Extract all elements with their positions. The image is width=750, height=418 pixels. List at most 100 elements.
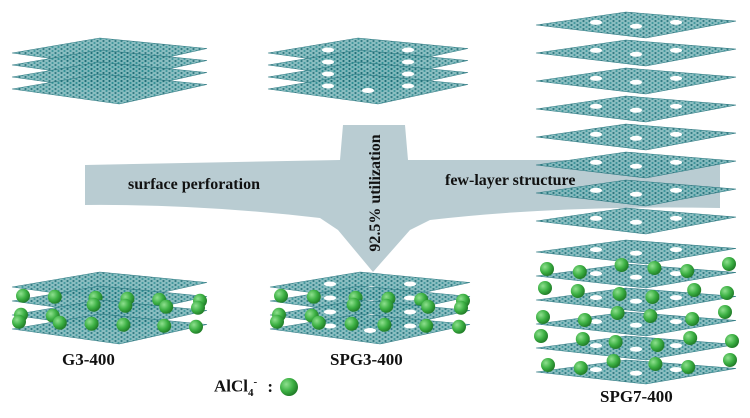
perforation-hole <box>322 59 334 65</box>
alcl4-ion <box>608 335 623 349</box>
g3-400-intercalated-stack <box>11 271 208 345</box>
alcl4-ion <box>116 317 131 332</box>
alcl4-ion <box>270 314 284 329</box>
perforation-hole <box>630 346 642 352</box>
perforation-hole <box>590 75 602 81</box>
alcl4-ion <box>722 257 736 271</box>
spg7-stack <box>535 11 737 235</box>
alcl4-ion <box>311 315 326 330</box>
perforation-hole <box>324 309 336 315</box>
perforation-hole <box>590 247 602 253</box>
perforation-hole <box>322 83 334 89</box>
alcl4-ion <box>346 297 361 312</box>
alcl4-ion <box>189 319 203 334</box>
perforation-hole <box>404 281 416 287</box>
perforation-hole <box>590 295 602 301</box>
perforation-hole <box>670 159 682 165</box>
sample-label-g3-400: G3-400 <box>62 350 115 369</box>
perforation-hole <box>670 19 682 25</box>
spg3-stack <box>267 37 469 105</box>
perforation-hole <box>630 163 642 169</box>
alcl4-ion <box>681 360 696 374</box>
alcl4-ion <box>379 298 394 313</box>
perforation-hole <box>670 319 682 325</box>
perforation-hole <box>590 215 602 221</box>
perforation-hole <box>630 322 642 328</box>
perforation-hole <box>590 159 602 165</box>
perforation-hole <box>670 295 682 301</box>
perforation-hole <box>590 19 602 25</box>
alcl4-ion <box>720 286 734 300</box>
alcl4-ion <box>685 312 700 326</box>
perforation-hole <box>670 75 682 81</box>
alcl4-ion <box>536 310 550 324</box>
alcl4-ion <box>452 319 466 334</box>
alcl4-ion <box>540 262 554 276</box>
perforation-hole <box>630 370 642 376</box>
perforation-hole <box>402 47 414 53</box>
perforation-hole <box>590 187 602 193</box>
sample-label-spg7-400: SPG7-400 <box>600 387 673 406</box>
alcl4-ion <box>725 334 739 348</box>
alcl4-ion <box>645 290 660 304</box>
perforation-hole <box>630 191 642 197</box>
perforation-hole <box>322 47 334 53</box>
perforation-hole <box>630 274 642 280</box>
perforation-hole <box>402 83 414 89</box>
spg7-400-intercalated-stack <box>534 239 739 385</box>
alcl4-ion <box>274 288 288 303</box>
alcl4-ion <box>606 354 621 368</box>
perforation-hole <box>590 367 602 373</box>
perforation-hole <box>404 295 416 301</box>
g3-stack <box>11 37 208 105</box>
graphene-layer <box>11 73 208 105</box>
alcl4-ion <box>191 300 205 315</box>
alcl4-ion <box>12 314 26 329</box>
alcl4-ion <box>643 309 658 323</box>
perforation-hole <box>590 47 602 53</box>
alcl4-ion <box>534 329 548 343</box>
perforation-hole <box>630 250 642 256</box>
alcl4-ion <box>573 361 588 375</box>
perforation-hole <box>322 71 334 77</box>
alcl4-ion <box>47 289 62 304</box>
perforation-hole <box>670 367 682 373</box>
alcl4-ion <box>572 265 587 279</box>
alcl4-ion <box>86 297 101 312</box>
alcl4-ion <box>419 318 434 333</box>
perforation-hole <box>670 247 682 253</box>
perforation-hole <box>364 328 376 333</box>
alcl4-ion <box>718 305 732 319</box>
sample-label-spg3-400: SPG3-400 <box>330 350 403 369</box>
perforation-hole <box>670 47 682 53</box>
perforation-hole <box>324 281 336 287</box>
alcl4-ion <box>648 357 663 371</box>
alcl4-ion <box>377 317 392 332</box>
perforation-hole <box>590 343 602 349</box>
perforation-hole <box>630 298 642 304</box>
alcl4-ion <box>647 261 662 275</box>
perforation-hole <box>670 343 682 349</box>
alcl4-ion <box>612 287 627 301</box>
alcl4-ion <box>650 338 665 352</box>
alcl4-ion <box>610 306 625 320</box>
perforation-hole <box>404 323 416 329</box>
alcl4-ion <box>577 313 592 327</box>
alcl4-ion <box>687 283 702 297</box>
spg3-400-intercalated-stack <box>269 271 471 345</box>
perforation-hole <box>402 59 414 65</box>
alcl4-ion <box>84 316 99 331</box>
alcl4-ion <box>159 299 174 314</box>
perforation-hole <box>630 51 642 57</box>
alcl4-ion <box>421 299 436 314</box>
perforation-hole <box>404 309 416 315</box>
perforation-hole <box>362 88 374 93</box>
perforation-hole <box>402 71 414 77</box>
legend-label: AlCl4- : <box>214 376 274 400</box>
perforation-hole <box>324 295 336 301</box>
alcl4-ion <box>157 318 172 333</box>
perforation-hole <box>630 79 642 85</box>
perforation-hole <box>590 271 602 277</box>
alcl4-ion <box>118 298 133 313</box>
